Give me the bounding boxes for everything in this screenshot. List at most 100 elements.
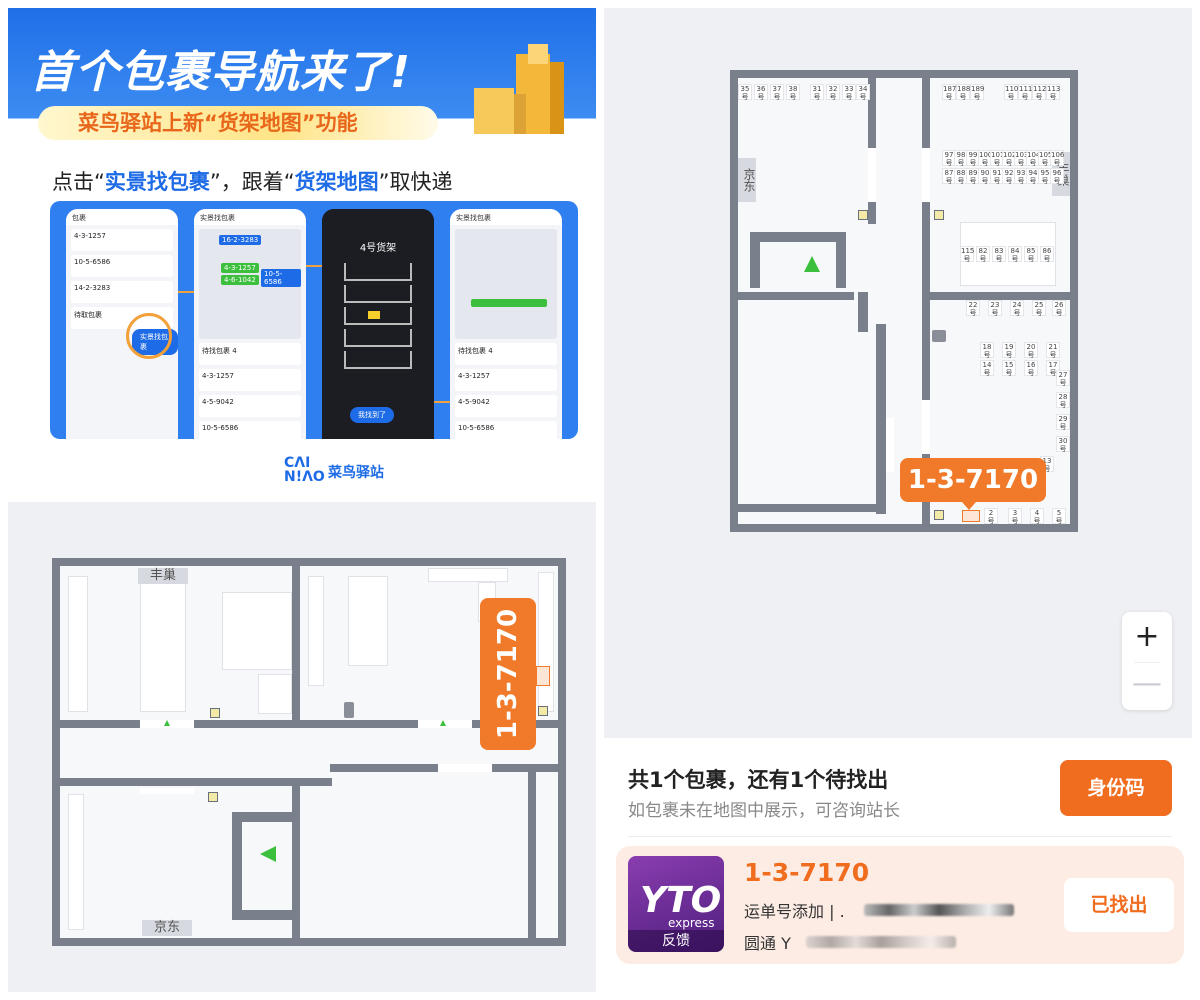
mini-map: 16-2-3283 4-3-1257 4-6-1042 10-5-6586 [199,229,301,339]
door [922,400,930,454]
instr-text: 点击“ [52,170,105,194]
zoom-in-button[interactable]: + [1134,619,1160,654]
wall [528,764,536,938]
slot-number: 34 [858,85,868,93]
feedback-link[interactable]: 反馈 [628,930,724,952]
slot-unit: 号 [813,93,821,101]
id-code-button[interactable]: 身份码 [1060,760,1172,816]
slot-unit: 号 [1035,93,1043,101]
package-row: 14-2-3283 [71,281,173,303]
package-location-badge[interactable]: 1-3-7170 [900,458,1046,502]
wall [738,292,854,300]
slot-unit: 号 [1055,309,1063,317]
slot-number: 97 [944,151,954,159]
slot-number: 85 [1026,247,1036,255]
entrance-arrow-icon [804,256,820,272]
package-location-badge[interactable]: 1-3-7170 [480,598,536,750]
wall [232,910,294,920]
slot-number: 18 [982,343,992,351]
wall [876,324,886,514]
door [140,788,194,794]
cabinet-icon [208,792,218,802]
found-status-button[interactable]: 已找出 [1064,878,1174,932]
slot-number: 87 [944,169,954,177]
zoom-out-button[interactable]: — [1132,666,1162,701]
slot-number: 96 [1052,169,1062,177]
slot-number: 189 [971,85,985,93]
counter-icon [344,702,354,718]
courier-line: 圆通 Y [744,934,791,953]
shelf-level [344,351,412,369]
package-row: 4-3-1257 [199,369,301,391]
promo-instruction: 点击“实景找包裹”，跟着“货架地图”取快递 [52,166,453,196]
mini-map [455,229,557,339]
door-arrow-icon [164,720,170,726]
slot-unit: 号 [1027,255,1035,263]
slot-number: 95 [1040,169,1050,177]
slot-unit: 号 [1043,255,1051,263]
slot-unit: 号 [1035,309,1043,317]
shelf-level [344,329,412,347]
slot-number: 31 [812,85,822,93]
slot-unit: 号 [963,255,971,263]
logo-chinese: 菜鸟驿站 [328,465,384,481]
promo-subtitle: 菜鸟驿站上新“货架地图”功能 [38,106,438,140]
highlight-ring [126,313,172,359]
phone-header: 实景找包裹 [450,209,562,225]
slot-unit: 号 [959,93,967,101]
package-card[interactable]: YTO express 反馈 1-3-7170 运单号添加 | . 圆通 Y 已… [616,846,1184,964]
slot-number: 3 [1012,509,1018,517]
step-arrow [306,265,322,267]
phone-screen-package-list: 包裹 4-3-1257 10-5-6586 14-2-3283 待取包裹 实景找… [66,209,178,439]
slot-number: 86 [1042,247,1052,255]
package-row: 10-5-6586 [199,421,301,439]
package-marker [368,311,380,319]
shelf-rack [348,576,388,666]
slot-number: 19 [1004,343,1014,351]
slot-number: 36 [756,85,766,93]
shelf-rack [140,576,186,712]
door [886,418,894,472]
shelf-map[interactable]: 京东 丰巢 35号 36号 37号 38号 31号 32号 33号 34号 18… [604,8,1192,738]
wall [1070,70,1078,532]
found-it-button[interactable]: 我找到了 [350,407,394,423]
cainiao-logo: CΛI N!ΛO 菜鸟驿站 [284,456,384,484]
sheet-title: 共1个包裹，还有1个待找出 [628,768,889,792]
wall [922,78,930,524]
wall [292,778,300,938]
package-sheet: 共1个包裹，还有1个待找出 如包裹未在地图中展示，可咨询站长 身份码 YTO e… [604,738,1192,992]
slot-unit: 号 [945,159,953,167]
slot-number: 21 [1048,343,1058,351]
slot-unit: 号 [1049,93,1057,101]
slot-unit: 号 [845,93,853,101]
promo-banner: 首个包裹导航来了! 菜鸟驿站上新“货架地图”功能 点击“实景找包裹”，跟着“货架… [8,8,596,500]
locker-label-jd: 京东 [142,920,192,936]
wall [930,292,1070,300]
counter-icon [932,330,946,342]
slot-number: 82 [978,247,988,255]
shelf-map-rotated[interactable]: 丰巢 京东 1-3-7170 [8,502,596,992]
slot-number: 4 [1034,509,1040,517]
shelf-rack [258,674,292,714]
slot-number: 26 [1054,301,1064,309]
slot-number: 23 [990,301,1000,309]
slot-unit: 号 [987,517,995,525]
package-row: 4-3-1257 [455,369,557,391]
slot-number: 110 [1005,85,1019,93]
slot-unit: 号 [1005,351,1013,359]
cabinet-icon [210,708,220,718]
slot-unit: 号 [993,159,1001,167]
logo-text: YTO [640,880,722,921]
